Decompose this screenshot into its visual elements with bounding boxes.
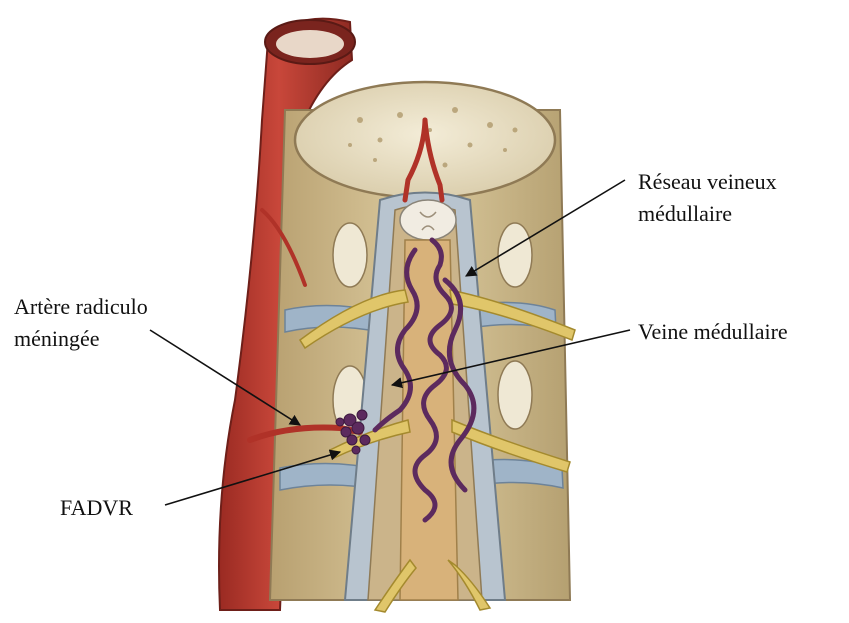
- label-artere-line1: Artère radiculo: [14, 293, 148, 320]
- label-reseau-line2: médullaire: [638, 200, 732, 227]
- label-fadvr: FADVR: [60, 494, 133, 521]
- label-reseau-line1: Réseau veineux: [638, 168, 777, 195]
- label-artere-line2: méningée: [14, 325, 100, 352]
- label-veine-medullaire: Veine médullaire: [638, 318, 788, 345]
